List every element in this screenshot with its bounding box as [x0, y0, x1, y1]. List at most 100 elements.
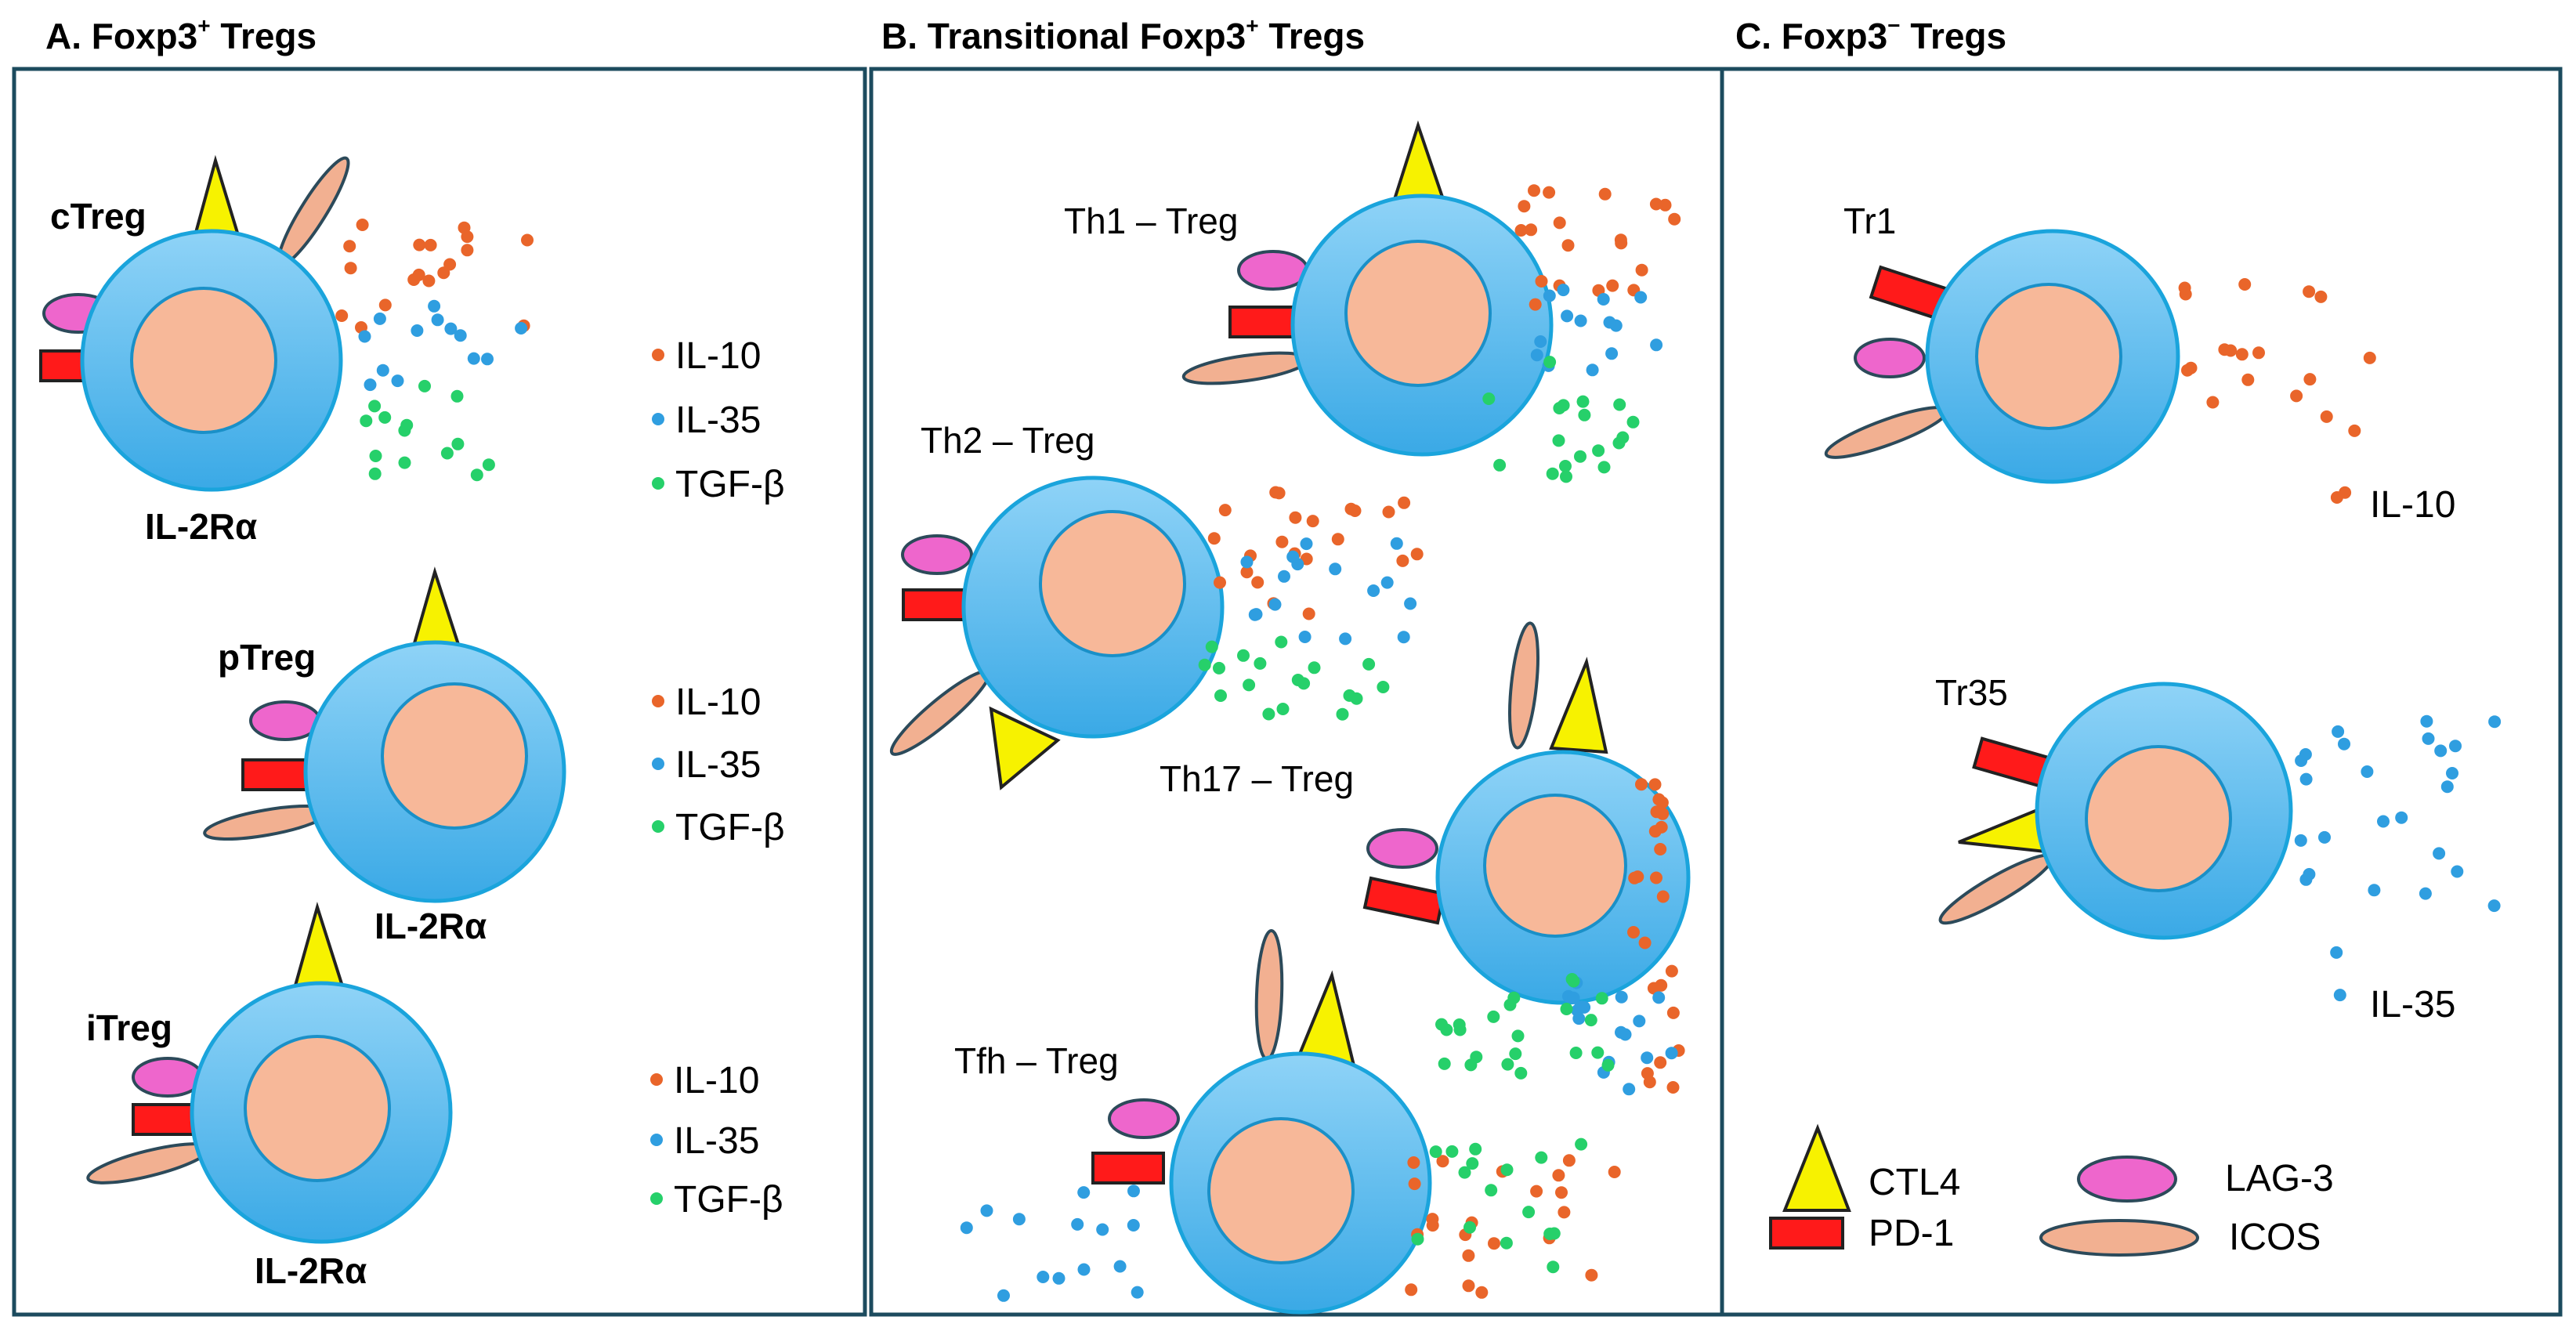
tgfb-dot: [1511, 1029, 1525, 1043]
svg-text:IL-10: IL-10: [674, 1060, 759, 1101]
il10-dot: [1656, 890, 1670, 903]
itreg-cell: [86, 902, 453, 1244]
il10-dot: [1638, 936, 1652, 949]
panel-a-frame: [12, 67, 867, 1317]
il35-dot: [1530, 349, 1543, 362]
il35-dot: [1615, 1025, 1627, 1039]
lag3-marker: [1854, 338, 1926, 378]
tgfb-dot: [1575, 1137, 1588, 1151]
il10-dot: [1407, 1156, 1420, 1169]
tgfb-dot: [1291, 674, 1304, 686]
tgfb-dot: [378, 411, 392, 424]
cytokine-legend-1: IL-10 IL-35 TGF-β: [652, 335, 785, 505]
tgfb-dot: [1213, 661, 1225, 675]
tgfb-dot: [1500, 1236, 1513, 1250]
il10-dot: [461, 244, 474, 257]
il10-dot: [1382, 505, 1395, 519]
il10-dot: [413, 238, 426, 251]
lag3-marker: [1366, 828, 1438, 869]
il35-dot: [2434, 744, 2448, 758]
il10-dot: [2206, 396, 2220, 409]
il10-dot: [1659, 198, 1672, 212]
il35-dot: [1557, 284, 1570, 297]
tgfb-dot: [1543, 356, 1557, 369]
il10-dot: [437, 266, 450, 280]
il10-dot: [1553, 216, 1566, 230]
ctreg-il2ra-label: IL-2Rα: [145, 506, 257, 547]
il10-dot: [1240, 566, 1254, 579]
th2-treg-label: Th2 – Treg: [921, 420, 1094, 461]
il10-dot: [2235, 348, 2249, 361]
lag3-legend-icon: [2077, 1156, 2177, 1203]
il10-dot: [1648, 778, 1662, 791]
il35-dot: [1367, 584, 1380, 597]
ctreg-cell: [39, 154, 350, 492]
il10-dot: [1528, 184, 1540, 197]
tgfb-dot: [1198, 658, 1211, 671]
il10-dot: [1535, 275, 1548, 288]
il35-dot: [2303, 868, 2316, 881]
il10-dot: [2290, 389, 2303, 403]
il10-dot: [1585, 1268, 1598, 1282]
il10-dot: [1608, 1166, 1621, 1178]
il35-dot: [1298, 631, 1312, 643]
il10-dot: [1558, 1206, 1571, 1219]
il35-dot: [391, 374, 404, 388]
il35-dot: [1652, 991, 1666, 1004]
il35-dot: [1665, 1047, 1678, 1060]
il10-dot: [356, 219, 369, 231]
il10-dot: [1562, 1154, 1576, 1167]
il35-dot: [1127, 1185, 1140, 1198]
il10-dot: [1655, 796, 1669, 809]
il10-dot: [521, 233, 534, 247]
il35-dot: [2338, 737, 2350, 750]
il10-dot: [1635, 778, 1648, 791]
tgfb-dot: [1487, 1010, 1500, 1023]
il35-dot: [1096, 1223, 1109, 1236]
il35-dot: [997, 1289, 1010, 1302]
tgfb-dot: [1601, 1058, 1615, 1072]
il10-dot: [1462, 1249, 1475, 1262]
ctl4-legend-label: CTL4: [1869, 1162, 1960, 1203]
il35-dot: [364, 378, 377, 392]
tgfb-dot: [1482, 392, 1496, 405]
tgfb-dot: [1254, 656, 1267, 670]
tgfb-dot: [1612, 436, 1626, 450]
il35-dot: [980, 1204, 993, 1217]
tgfb-dot: [418, 379, 431, 392]
nucleus: [1975, 283, 2122, 430]
il35-dot: [1250, 608, 1263, 621]
il35-dot: [1329, 562, 1342, 576]
il35-dot: [1131, 1286, 1144, 1299]
panel-c-title: C. Foxp3− Tregs: [1735, 13, 2006, 56]
tgfb-dot: [1464, 1058, 1478, 1072]
il10-dot: [1396, 554, 1409, 567]
il10-dot: [1654, 843, 1667, 855]
il35-dot: [1534, 335, 1547, 348]
svg-text:IL-10: IL-10: [675, 335, 761, 377]
il10-dot: [2241, 373, 2255, 386]
il35-dot: [1634, 291, 1648, 304]
il35-dot: [1567, 991, 1580, 1004]
il10-dot: [2178, 281, 2191, 295]
il10-dot: [1289, 511, 1302, 524]
il35-dot: [2332, 725, 2345, 738]
il35-dot: [1339, 632, 1352, 646]
tgfb-dot: [1445, 1145, 1459, 1158]
tgfb-dot: [1458, 1166, 1471, 1179]
il35-dot: [1077, 1263, 1091, 1276]
tr35-cell: [1938, 682, 2293, 940]
il10-dot: [1530, 1185, 1543, 1198]
tgfb-dot: [1466, 1157, 1479, 1170]
il35-dot: [481, 353, 494, 366]
svg-text:IL-35: IL-35: [675, 744, 761, 786]
il35-dot: [2294, 834, 2307, 847]
icos-marker: [86, 1142, 212, 1185]
tgfb-dot: [1535, 1151, 1548, 1164]
il10-dot: [1647, 982, 1660, 995]
il35-dot: [431, 313, 444, 327]
il10-dot: [1251, 576, 1264, 589]
il10-dot: [1635, 263, 1648, 277]
nucleus: [1483, 794, 1627, 938]
